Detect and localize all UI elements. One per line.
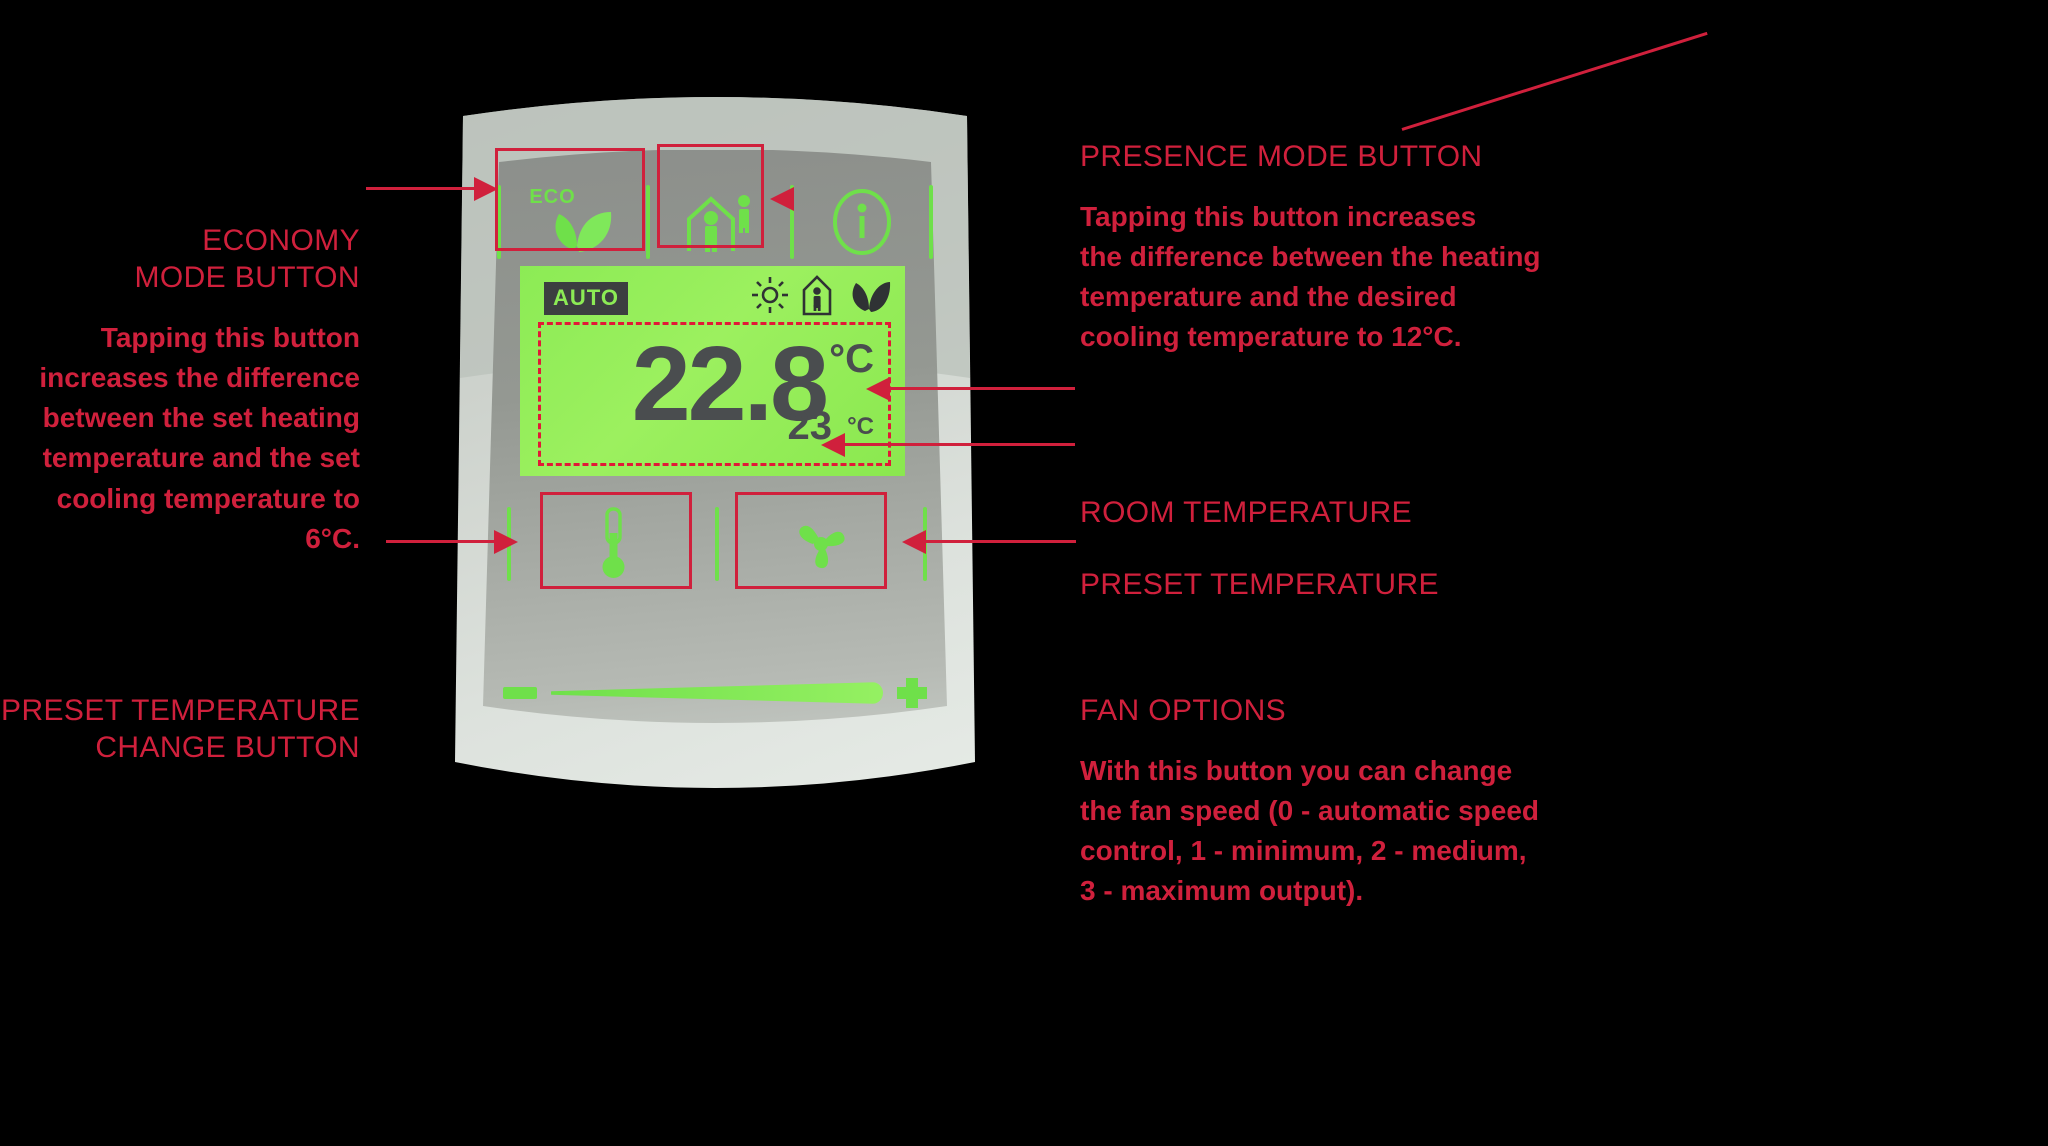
economy-title-line2: MODE BUTTON: [134, 261, 360, 295]
auto-mode-badge: AUTO: [544, 282, 628, 315]
economy-button-highlight-box: [495, 148, 645, 251]
eco-mode-button[interactable]: ECO: [523, 174, 623, 270]
room-temperature-leader-line: [890, 387, 1075, 390]
fan-annotation: FAN OPTIONS With this button you can cha…: [1080, 692, 1640, 911]
fan-title: FAN OPTIONS: [1080, 694, 1287, 727]
room-temperature-annotation: ROOM TEMPERATURE: [1080, 494, 1600, 531]
presence-body-line2: the difference between the heating: [1080, 241, 1541, 273]
economy-title-line1: ECONOMY: [202, 224, 360, 257]
presence-leader-line: [1401, 31, 1708, 131]
separator-line: [715, 507, 719, 581]
preset-temperature-arrow-head: [821, 433, 845, 457]
presence-body-line1: Tapping this button increases: [1080, 201, 1477, 233]
temperature-slider[interactable]: [503, 676, 927, 710]
presence-body-line3: temperature and the desired: [1080, 281, 1457, 313]
economy-annotation: ECONOMY MODE BUTTON Tapping this button …: [0, 222, 360, 559]
fan-body-line1: With this button you can change: [1080, 755, 1513, 787]
presence-body-line4: cooling temperature to 12°C.: [1080, 321, 1462, 353]
presence-annotation: PRESENCE MODE BUTTON Tapping this button…: [1080, 138, 1640, 357]
room-temperature-title: ROOM TEMPERATURE: [1080, 496, 1412, 529]
fan-body-line3: control, 1 - minimum, 2 - medium,: [1080, 835, 1527, 867]
fan-blade-icon: [799, 525, 845, 569]
presence-arrow-head: [770, 187, 794, 211]
presence-house-icon: [802, 275, 832, 316]
preset-change-title-line1: PRESET TEMPERATURE: [1, 694, 360, 727]
info-circle-icon: [832, 189, 891, 255]
lcd-status-row: AUTO: [520, 266, 905, 322]
slider-track[interactable]: [551, 682, 883, 704]
economy-body-line1: Tapping this button: [100, 322, 360, 354]
minus-icon[interactable]: [503, 687, 537, 699]
sun-icon: [752, 277, 788, 313]
preset-temperature-annotation: PRESET TEMPERATURE: [1080, 566, 1600, 603]
fan-body-line4: 3 - maximum output).: [1080, 875, 1364, 907]
room-temperature-arrow-head: [866, 377, 890, 401]
fan-leader-line: [926, 540, 1076, 543]
economy-body-line4: temperature and the set: [42, 442, 360, 474]
preset-change-annotation: PRESET TEMPERATURE CHANGE BUTTON: [0, 692, 360, 766]
temperature-highlight-box: 22.8 °C 23 °C: [538, 322, 891, 466]
room-temperature-value: 22.8: [631, 325, 829, 443]
preset-button-highlight-box: [540, 492, 692, 589]
top-button-row: ECO: [497, 174, 933, 270]
presence-button-highlight-box: [657, 144, 764, 248]
economy-body-line5: cooling temperature to 6°C.: [56, 482, 360, 554]
preset-change-leader-line: [386, 540, 496, 543]
preset-change-arrow-head: [494, 530, 518, 554]
plus-icon[interactable]: [897, 678, 927, 708]
preset-temperature-title: PRESET TEMPERATURE: [1080, 568, 1439, 601]
economy-body-line2: increases the difference: [39, 362, 360, 394]
separator-line: [645, 185, 650, 259]
preset-temperature-leader-line: [845, 443, 1075, 446]
economy-arrow-head: [474, 177, 498, 201]
eco-label: ECO: [529, 186, 576, 208]
separator-line: [790, 185, 795, 259]
presence-title: PRESENCE MODE BUTTON: [1080, 140, 1483, 173]
fan-body-line2: the fan speed (0 - automatic speed: [1080, 795, 1539, 827]
fan-arrow-head: [902, 530, 926, 554]
preset-temperature-unit: °C: [847, 413, 874, 440]
separator-line: [497, 185, 501, 259]
room-temperature-unit: °C: [829, 337, 874, 381]
fan-options-button[interactable]: [755, 496, 887, 592]
eco-leaf-icon: [852, 282, 891, 312]
economy-body-line3: between the set heating: [42, 402, 360, 434]
thermometer-icon: [602, 507, 625, 578]
preset-change-title-line2: CHANGE BUTTON: [95, 731, 360, 765]
info-button[interactable]: [817, 174, 907, 270]
fan-button-highlight-box: [735, 492, 887, 589]
eco-leaf-icon: ECO: [527, 184, 619, 260]
lcd-icon-group: [751, 274, 891, 316]
economy-leader-line: [366, 187, 476, 190]
preset-temperature-change-button[interactable]: [547, 496, 679, 592]
separator-line: [928, 185, 933, 259]
